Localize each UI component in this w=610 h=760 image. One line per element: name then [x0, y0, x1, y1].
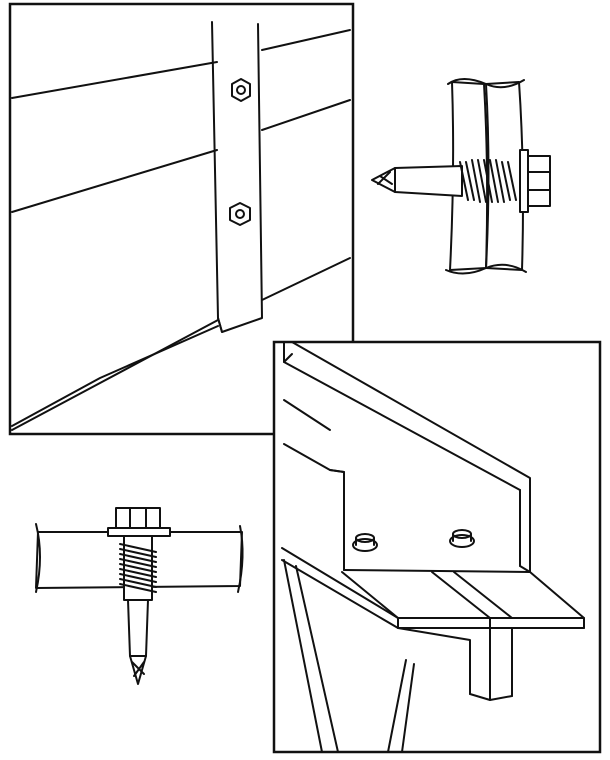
single-sheet-screw-detail — [35, 507, 244, 685]
bolt-head-icon — [231, 78, 251, 102]
double-sheet-screw-detail — [371, 78, 551, 275]
angle-bracket-illustration — [272, 340, 602, 754]
bolt-head-icon — [449, 529, 475, 548]
wall-panel-illustration — [8, 2, 355, 436]
bolt-head-icon — [229, 202, 251, 226]
bolt-head-icon — [352, 533, 378, 552]
